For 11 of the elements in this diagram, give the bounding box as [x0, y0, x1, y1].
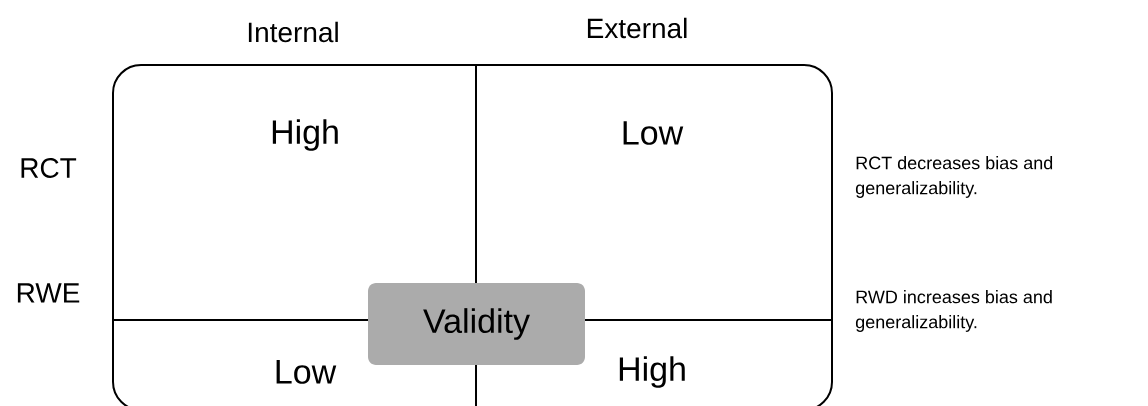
axis-label: External [587, 17, 687, 39]
axis-label: RWE [17, 283, 80, 303]
cell-value: High [272, 119, 338, 151]
center-label: Validity [368, 283, 585, 365]
note-text: RCT decreases bias and generalizability. [855, 156, 1053, 198]
axis-label: RCT [21, 158, 77, 178]
cell-value: Low [623, 121, 684, 145]
cell-value: High [619, 356, 685, 388]
cell-value: Low [276, 360, 337, 384]
note-text: RWD increases bias and generalizability. [855, 290, 1052, 332]
axis-label: Internal [248, 21, 338, 43]
